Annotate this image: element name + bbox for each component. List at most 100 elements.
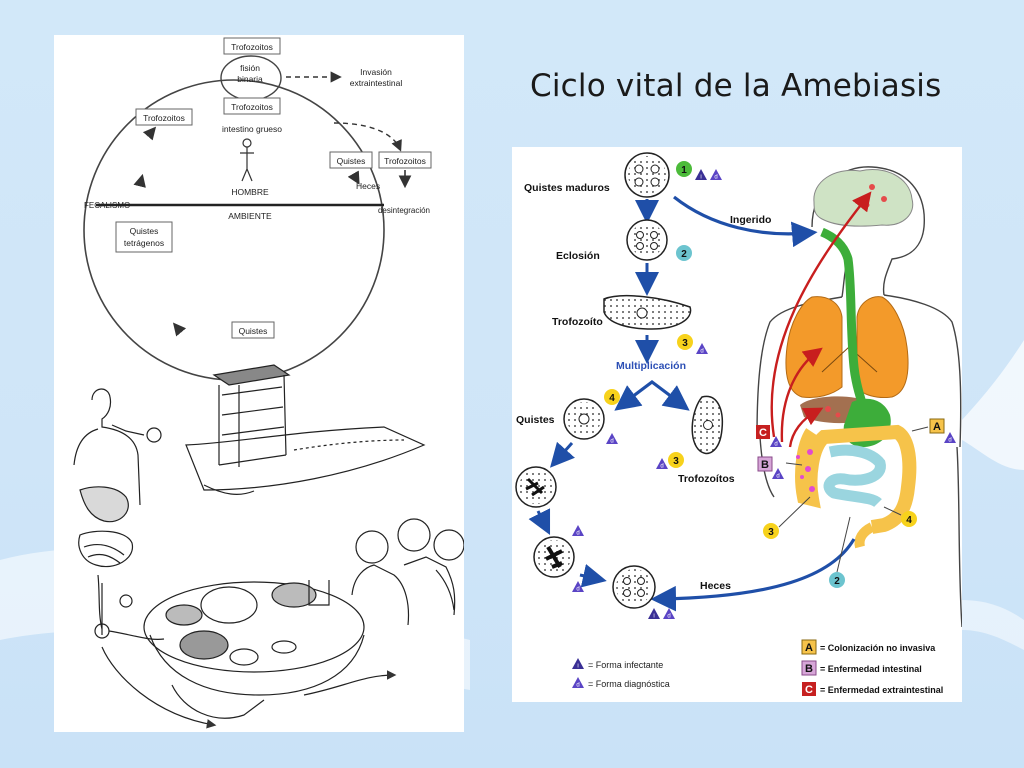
badge-2: 2 — [676, 245, 692, 261]
right-trofozoitos-label: Trofozoitos — [384, 156, 426, 166]
top-trofozoitos-label: Trofozoitos — [231, 42, 273, 52]
svg-text:4: 4 — [906, 515, 912, 526]
left-trofozoitos-label: Trofozoitos — [143, 113, 185, 123]
svg-text:= Enfermedad extraintestinal: = Enfermedad extraintestinal — [820, 685, 943, 695]
box-c: C — [756, 425, 770, 439]
svg-text:d: d — [774, 442, 777, 448]
large-intestine-label: intestino grueso — [222, 124, 282, 134]
diagnostic-marker: d — [772, 468, 784, 480]
diagnostic-marker: d — [770, 436, 782, 448]
environment-label: AMBIENTE — [228, 211, 272, 221]
stage-arrow — [550, 441, 575, 468]
cycle-arrow — [133, 173, 146, 188]
feces-label: Heces — [700, 580, 731, 592]
svg-text:B: B — [805, 663, 813, 675]
svg-text:d: d — [948, 438, 951, 444]
pointer-line — [883, 506, 902, 516]
human-figure-icon — [240, 138, 254, 182]
dashed-arrow-to-trofozoitos — [333, 122, 402, 152]
svg-text:d: d — [576, 587, 579, 593]
svg-text:A: A — [933, 421, 941, 433]
svg-text:= Forma diagnóstica: = Forma diagnóstica — [588, 679, 670, 689]
feces-arrow — [650, 538, 856, 612]
right-lung — [856, 296, 909, 398]
pointer-line — [785, 462, 803, 466]
diagnostic-marker: d — [663, 608, 675, 620]
svg-text:d: d — [576, 531, 579, 537]
cycle-arrow — [142, 126, 157, 141]
svg-text:i: i — [700, 175, 701, 181]
split-arrow-right — [661, 385, 690, 411]
multiplication-label: Multiplicación — [616, 360, 686, 372]
svg-text:d: d — [776, 474, 779, 480]
pointer-line — [778, 496, 811, 528]
red-arrow-to-liver — [788, 407, 824, 448]
svg-text:2: 2 — [681, 249, 687, 260]
svg-text:= Forma infectante: = Forma infectante — [588, 660, 663, 670]
svg-text:A: A — [805, 642, 813, 654]
svg-text:C: C — [759, 427, 767, 439]
cdc-life-cycle-panel: Ingerido Heces Quistes maduros Eclosión … — [512, 147, 962, 702]
svg-text:4: 4 — [609, 393, 615, 404]
mature-cysts-label: Quistes maduros — [524, 182, 610, 194]
svg-text:1: 1 — [681, 165, 687, 176]
badge-3: 3 — [677, 334, 693, 350]
legend-diagnostic: d = Forma diagnóstica — [572, 677, 670, 689]
svg-text:i: i — [653, 614, 654, 620]
badge-3: 3 — [668, 452, 684, 468]
cycle-arrow — [347, 170, 360, 185]
slide-title: Ciclo vital de la Amebiasis — [530, 68, 942, 104]
mature-cyst-icon — [624, 152, 670, 198]
svg-text:= Enfermedad intestinal: = Enfermedad intestinal — [820, 664, 922, 674]
disintegration-label: desintegración — [378, 206, 430, 215]
inner-trofozoitos-label: Trofozoitos — [231, 102, 273, 112]
legend-b: B = Enfermedad intestinal — [801, 660, 922, 676]
cycle-arrow — [172, 322, 187, 337]
ingested-arrow — [673, 195, 818, 248]
brain-shape — [813, 169, 914, 227]
pointer-line — [911, 426, 929, 432]
box-a: A — [929, 418, 945, 434]
bottom-cyst-label: Quistes — [239, 326, 268, 336]
trophozoite-icon — [603, 295, 692, 330]
box-b: B — [757, 456, 773, 472]
esophagus — [820, 227, 869, 411]
diagnostic-marker: d — [696, 343, 708, 355]
man-label: HOMBRE — [231, 187, 269, 197]
fission-label-1: fisión — [240, 63, 260, 73]
red-arrow-to-lung — [780, 347, 823, 443]
diagnostic-marker: d — [656, 458, 668, 470]
trophozoites-label: Trofozoítos — [678, 473, 735, 485]
cysts-label: Quistes — [516, 414, 555, 426]
passed-cyst-icon — [612, 565, 656, 609]
svg-text:= Colonización no invasiva: = Colonización no invasiva — [820, 643, 936, 653]
badge-3: 3 — [763, 523, 779, 539]
legend-a: A = Colonización no invasiva — [801, 639, 936, 655]
svg-text:B: B — [761, 459, 769, 471]
svg-text:d: d — [610, 439, 613, 445]
svg-text:d: d — [660, 464, 663, 470]
fission-label-2: binaria — [237, 74, 263, 84]
hatching-icon — [626, 219, 668, 261]
transmission-illustration — [73, 364, 464, 725]
legend-c: C = Enfermedad extraintestinal — [802, 682, 943, 696]
cyst-box-label: Quistes — [337, 156, 366, 166]
small-intestine — [823, 444, 886, 508]
svg-text:3: 3 — [768, 527, 774, 538]
invasion-label-2: extraintestinal — [350, 78, 403, 88]
trophozoites-icon — [691, 395, 724, 455]
svg-text:d: d — [667, 614, 670, 620]
fecalism-label: FECALISMO — [84, 201, 130, 210]
cdc-life-cycle: Ingerido Heces Quistes maduros Eclosión … — [515, 152, 962, 696]
badge-1: 1 — [676, 161, 692, 177]
diagnostic-marker: d — [572, 525, 584, 537]
diagnostic-marker: d — [572, 581, 584, 593]
hatching-label: Eclosión — [556, 250, 600, 262]
svg-text:3: 3 — [682, 338, 688, 349]
svg-text:C: C — [805, 684, 813, 696]
life-cycle-schematic: Trofozoitos fisión binaria Trofozoitos i… — [73, 37, 464, 732]
badge-4: 4 — [604, 389, 620, 405]
split-arrow-left — [614, 385, 643, 411]
split-arrows — [631, 380, 673, 399]
tetra-label-1: Quistes — [130, 226, 159, 236]
